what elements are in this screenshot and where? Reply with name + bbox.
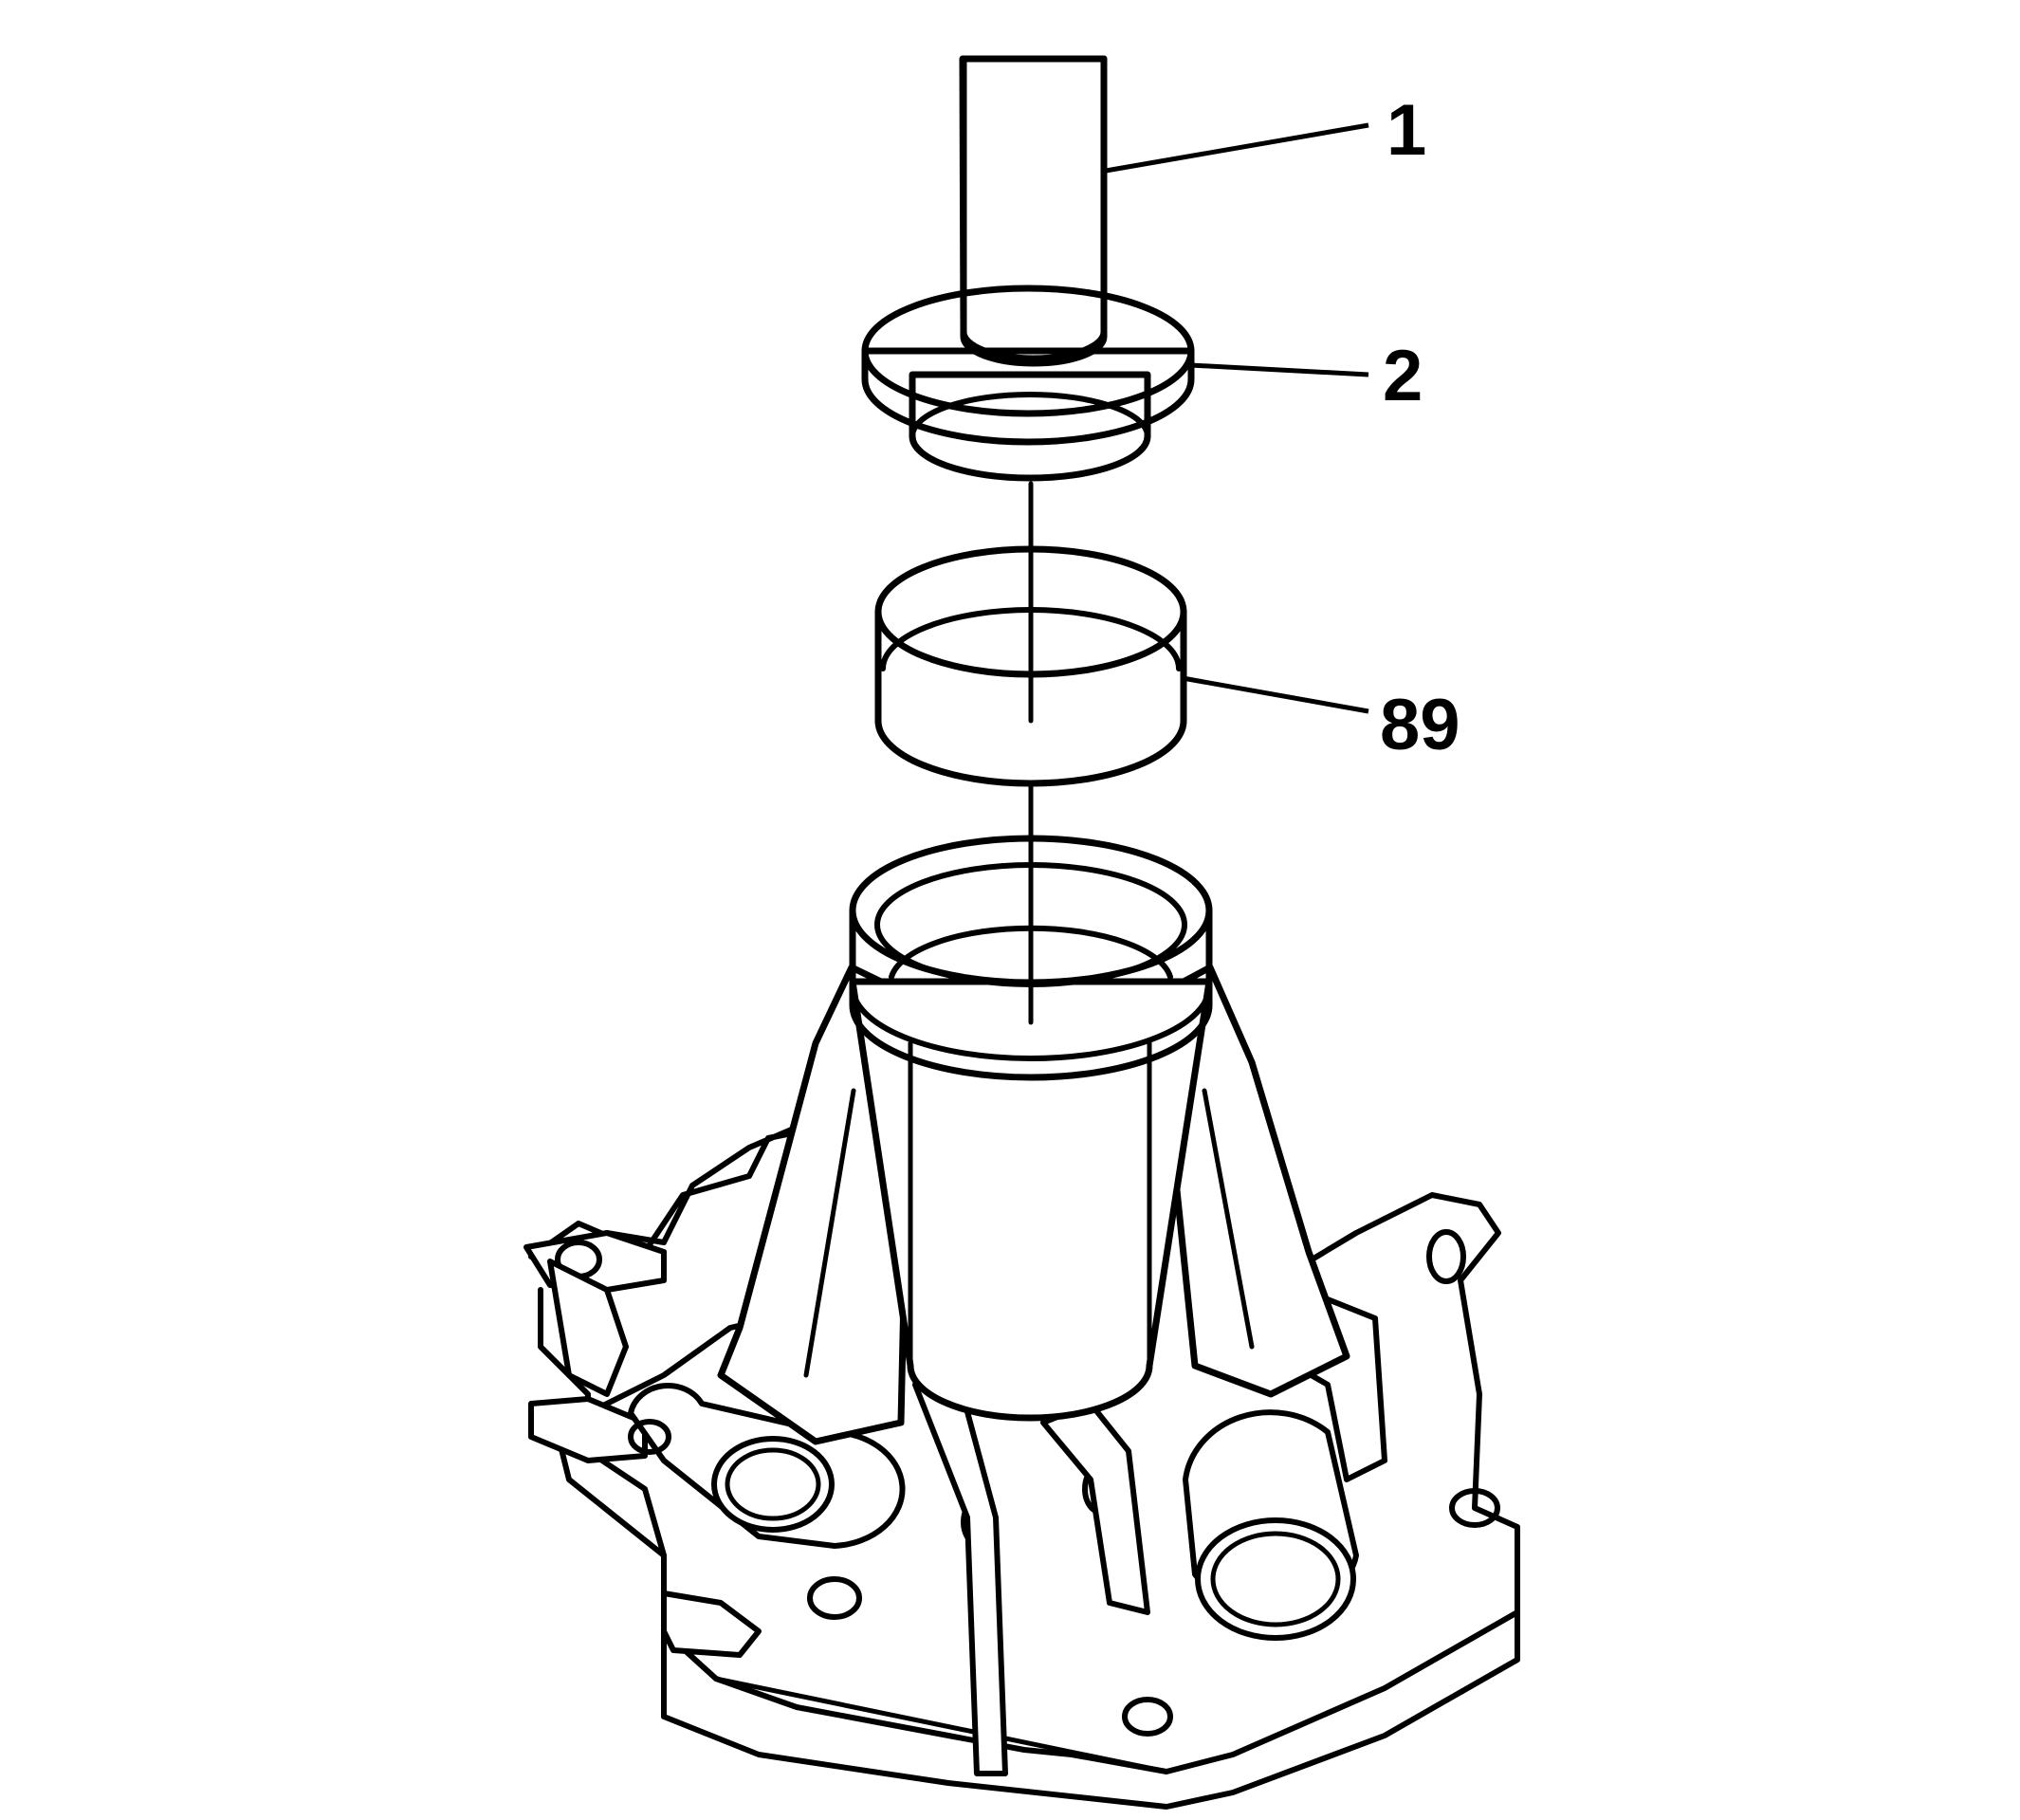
- tool-installer: [861, 55, 1195, 482]
- extension-housing: [523, 832, 1520, 1810]
- leader-line-89: [1182, 675, 1369, 714]
- tool-handle: [959, 55, 1108, 367]
- callout-label-1: 1: [1386, 90, 1426, 171]
- bushing: [874, 538, 1187, 787]
- callout-label-2: 2: [1383, 336, 1423, 416]
- leader-line-1: [1105, 122, 1369, 174]
- callout-label-89: 89: [1380, 685, 1460, 765]
- leader-line-2: [1189, 362, 1369, 377]
